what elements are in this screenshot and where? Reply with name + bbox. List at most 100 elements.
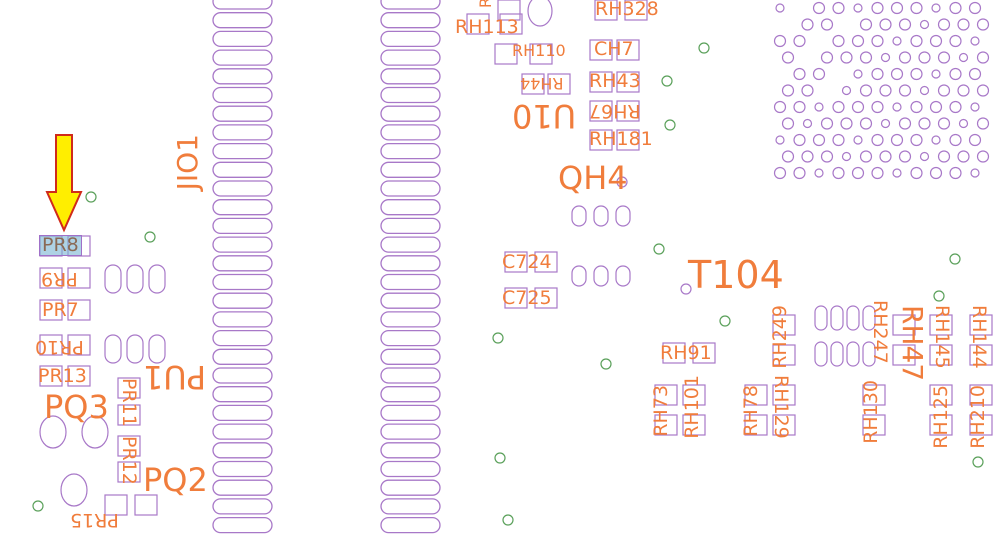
connector-pad [380,386,441,403]
smd-pad [682,414,706,436]
bga-ball [898,117,912,130]
bga-ball [976,18,990,31]
bga-ball [937,51,951,64]
component-label-ch7[interactable]: CH7 [594,38,634,60]
via [144,231,156,243]
component-label-pr13[interactable]: PR13 [38,365,87,387]
component-label-rh113[interactable]: RH113 [455,16,519,38]
via [664,119,676,131]
bga-ball [879,150,892,163]
connector-pad [380,30,441,48]
component-label-rh181[interactable]: RH181 [589,128,653,150]
component-label-pr15[interactable]: PR15 [70,509,119,531]
smd-pad [494,43,518,65]
bga-ball [949,1,962,15]
component-label-pr9[interactable]: PR9 [41,268,78,290]
smd-pad [39,267,63,289]
smd-pad [662,342,686,364]
component-label-rh47[interactable]: RH47 [896,305,929,382]
smd-pad [892,344,916,366]
bga-ball [919,151,930,162]
connector-pad [212,68,273,85]
component-label-pr7[interactable]: PR7 [42,299,79,321]
component-label-pq3[interactable]: PQ3 [44,388,109,426]
oval-pad [593,205,609,227]
component-label-rh210[interactable]: RH210 [967,385,989,449]
component-label-pq2[interactable]: PQ2 [143,461,208,499]
component-label-c725[interactable]: C725 [502,287,552,309]
component-label-rh43[interactable]: RH43 [589,70,641,92]
smd-pad [616,129,640,151]
bga-ball [871,166,884,180]
connector-pad [380,68,441,85]
smd-pad [969,384,993,406]
oval-pad [615,205,631,227]
via [698,42,710,54]
component-label-pr12[interactable]: PR12 [118,436,140,485]
bga-ball [910,1,923,15]
component-label-rh328[interactable]: RH328 [595,0,659,20]
component-label-rh73[interactable]: RH73 [650,385,672,437]
connector-pad [380,348,441,365]
connector-pad [380,404,441,422]
bga-ball [957,18,970,31]
component-label-pu1[interactable]: PU1 [143,358,207,396]
component-label-rh91[interactable]: RH91 [660,342,712,364]
bga-ball [958,52,969,63]
connector-pad [212,49,273,66]
smd-pad [529,43,553,65]
component-label-rh130[interactable]: RH130 [860,380,882,444]
bga-ball [879,84,892,97]
component-label-rh125[interactable]: RH125 [930,385,952,449]
component-label-rh249[interactable]: RH249 [769,305,791,369]
smd-pad [504,287,528,309]
connector-pad [380,423,441,440]
component-label-rh129[interactable]: RH129 [770,375,792,439]
component-label-jio1[interactable]: JIO1 [171,134,204,191]
component-label-rh110[interactable]: RH110 [512,41,566,60]
bga-ball [898,84,912,97]
component-label-t104[interactable]: T104 [688,253,784,297]
component-label-rh44[interactable]: RH44 [520,74,564,93]
component-label-c724[interactable]: C724 [502,251,552,273]
component-label-rh145[interactable]: RH145 [931,305,953,369]
component-label-rh67[interactable]: RH67 [589,100,641,122]
component-label-pr10[interactable]: PR10 [35,336,84,358]
connector-pad [212,442,273,459]
bga-ball [898,51,912,64]
component-label-pr8-selected[interactable]: PR8 [39,234,82,256]
bga-ball [793,100,806,114]
smd-pad [862,414,886,436]
smd-pad [654,414,678,436]
bga-ball [871,133,884,147]
bga-ball [820,18,834,31]
smd-pad [134,494,158,516]
bga-ball [929,34,943,48]
component-label-rh101[interactable]: RH101 [681,375,703,439]
bga-ball [937,117,951,130]
smd-pad [616,100,640,122]
bga-ball [793,133,806,147]
component-label-pr11[interactable]: PR11 [118,378,140,427]
bga-ball [775,3,785,13]
component-label-rh78[interactable]: RH78 [740,385,762,437]
component-label-r[interactable]: R [476,0,495,9]
bga-ball [781,84,795,97]
component-label-u10[interactable]: U10 [512,97,577,135]
smd-pad [692,342,716,364]
smd-pad [534,251,558,273]
connector-pad [212,386,273,403]
connector-pad [212,498,273,515]
connector-pad [380,367,441,384]
component-label-rh144[interactable]: RH144 [968,305,990,369]
connector-pad [380,0,441,10]
bga-ball [871,100,884,114]
component-label-qh4[interactable]: QH4 [558,159,628,197]
component-label-rh247[interactable]: RH247 [869,300,891,364]
pin1-marker [680,283,692,295]
oval-pad [593,265,609,287]
bga-ball [970,168,980,178]
smd-pad [616,39,640,61]
